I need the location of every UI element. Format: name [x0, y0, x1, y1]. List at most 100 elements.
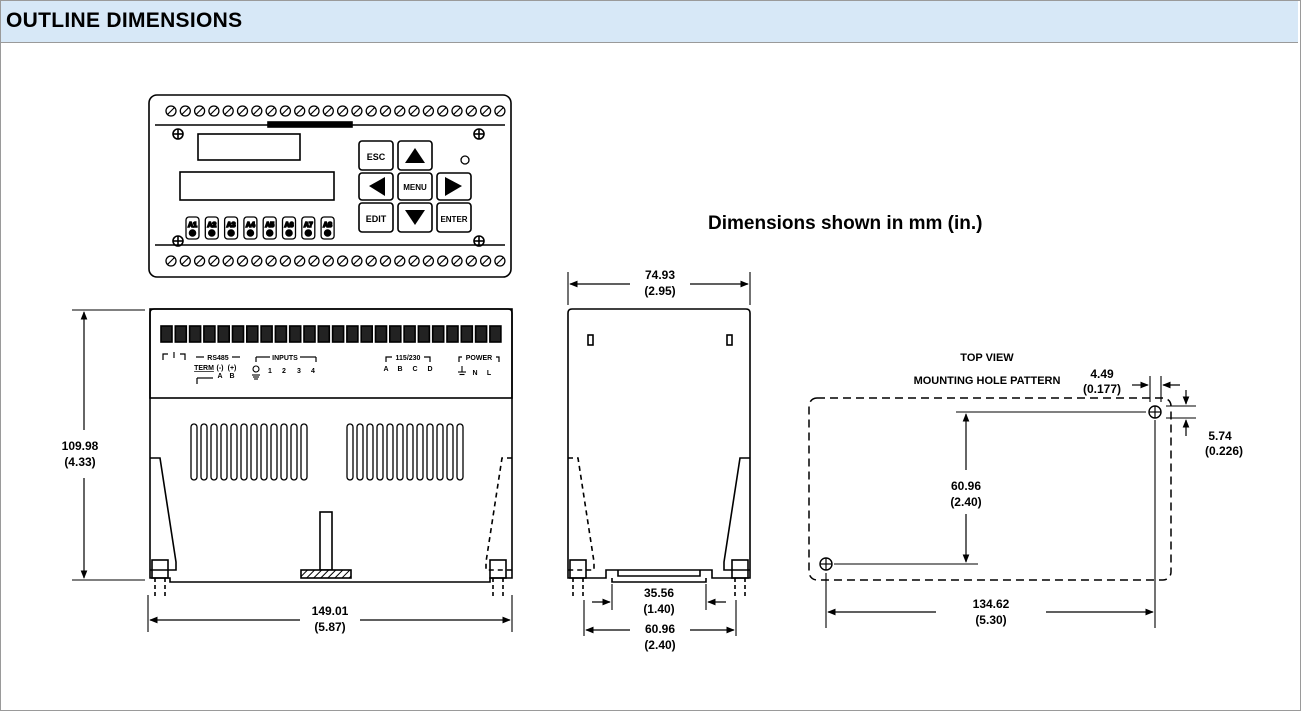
- terminal-block: [331, 325, 345, 343]
- width-mm: 149.01: [312, 604, 349, 618]
- terminal-screw: [322, 105, 334, 117]
- height-mm: 109.98: [62, 439, 99, 453]
- edit-label: EDIT: [366, 214, 387, 224]
- terminal-block: [346, 325, 359, 343]
- dimension-rail-inner: 35.56 (1.40): [592, 584, 726, 616]
- input-number: 2: [282, 368, 286, 375]
- dimension-width: 149.01 (5.87): [147, 595, 513, 634]
- term-label: TERM: [194, 365, 214, 372]
- terminal-screw: [394, 105, 406, 117]
- esc-button: ESC: [358, 140, 394, 171]
- terminal-block: [160, 325, 173, 343]
- display-window-large: [179, 171, 335, 201]
- led-label: A5: [265, 222, 274, 229]
- depth-mm: 74.93: [645, 268, 675, 282]
- up-arrow-icon: [405, 148, 425, 163]
- vent-slot: [190, 423, 198, 481]
- terminal-screw: [336, 255, 349, 267]
- enclosure-front-view: [149, 308, 513, 598]
- terminal-block: [217, 325, 230, 343]
- terminal-block: [303, 325, 316, 343]
- inputs-label: INPUTS: [272, 355, 298, 362]
- dimension-height: 109.98 (4.33): [62, 309, 145, 581]
- edit-button: EDIT: [358, 202, 394, 233]
- terminal-screw: [322, 255, 334, 267]
- vent-slot: [290, 423, 298, 481]
- menu-button: MENU: [397, 172, 433, 201]
- mounting-outline: [808, 397, 1172, 581]
- top-view: TOP VIEW MOUNTING HOLE PATTERN 60.96 (2.…: [808, 352, 1243, 628]
- top-view-title: TOP VIEW: [960, 352, 1014, 364]
- vent-slot: [270, 423, 278, 481]
- led-label: A1: [188, 222, 197, 229]
- led-label: A2: [207, 222, 216, 229]
- terminal-screw: [208, 255, 220, 267]
- led-label: A8: [323, 222, 332, 229]
- vent-slot: [220, 423, 228, 481]
- terminal-screw: [494, 105, 506, 117]
- terminal-block: [246, 325, 259, 343]
- terminal-screw: [479, 105, 492, 117]
- terminal-screw: [265, 105, 277, 117]
- terminal-screw: [451, 105, 463, 117]
- terminal-screw: [308, 105, 320, 117]
- alarm-led: A8: [320, 216, 335, 240]
- terminal-block: [403, 325, 416, 343]
- terminal-labels: I RS485 TERM (-) (+) A B INPUTS 1 2 3 4 …: [162, 351, 500, 384]
- terminal-screw: [179, 105, 191, 117]
- terminal-screw: [351, 255, 363, 267]
- hole-offset-y-in: (0.226): [1205, 444, 1243, 458]
- terminal-screw: [222, 255, 234, 267]
- line-label: L: [487, 370, 492, 377]
- terminal-block: [317, 325, 331, 343]
- led-label: A3: [227, 222, 236, 229]
- vent-slot: [366, 423, 374, 481]
- terminal-screw: [451, 255, 463, 267]
- terminal-screw: [294, 255, 306, 267]
- rail-inner-in: (1.40): [643, 602, 674, 616]
- terminal-block: [474, 325, 488, 343]
- hole-spacing-h-mm: 134.62: [973, 597, 1010, 611]
- vent-slot: [396, 423, 404, 481]
- vent-slot: [250, 423, 258, 481]
- hole-spacing-v-in: (2.40): [950, 495, 981, 509]
- earth-ground-icon: [458, 366, 466, 376]
- terminal-screw: [365, 255, 377, 267]
- corner-screw: [473, 235, 485, 247]
- terminal-screw: [265, 255, 277, 267]
- alarm-led: A6: [281, 216, 297, 240]
- rail-inner-mm: 35.56: [644, 586, 674, 600]
- terminal-block: [188, 325, 202, 343]
- terminal-screw: [208, 105, 220, 117]
- vent-slot: [230, 423, 238, 481]
- menu-label: MENU: [403, 183, 427, 192]
- terminal-screw: [465, 255, 477, 267]
- alarm-led: A2: [204, 216, 219, 240]
- terminal-block: [446, 325, 459, 343]
- neg-label: (-): [217, 365, 224, 372]
- vent-slot: [260, 423, 268, 481]
- vent-slot: [300, 423, 308, 481]
- terminal-screw: [437, 255, 449, 267]
- hole-offset-y-mm: 5.74: [1208, 429, 1232, 443]
- hole-spacing-v-mm: 60.96: [951, 479, 981, 493]
- terminal-block: [374, 325, 388, 343]
- rs485-label: RS485: [207, 355, 229, 362]
- hole-spacing-h-in: (5.30): [975, 613, 1006, 627]
- terminal-block: [203, 325, 216, 343]
- terminal-screw: [308, 255, 320, 267]
- left-arrow-icon: [369, 177, 385, 196]
- alarm-led: A7: [301, 216, 316, 240]
- corner-screw: [473, 128, 485, 140]
- terminal-screw: [479, 255, 492, 267]
- width-in: (5.87): [314, 620, 345, 634]
- corner-screw: [172, 128, 184, 140]
- section-title: OUTLINE DIMENSIONS: [6, 9, 243, 32]
- terminal-block: [260, 325, 273, 343]
- vent-slot: [240, 423, 248, 481]
- voltage-label: 115/230: [396, 355, 421, 362]
- height-in: (4.33): [64, 455, 95, 469]
- input-number: 1: [268, 368, 272, 375]
- terminal-screw: [437, 105, 449, 117]
